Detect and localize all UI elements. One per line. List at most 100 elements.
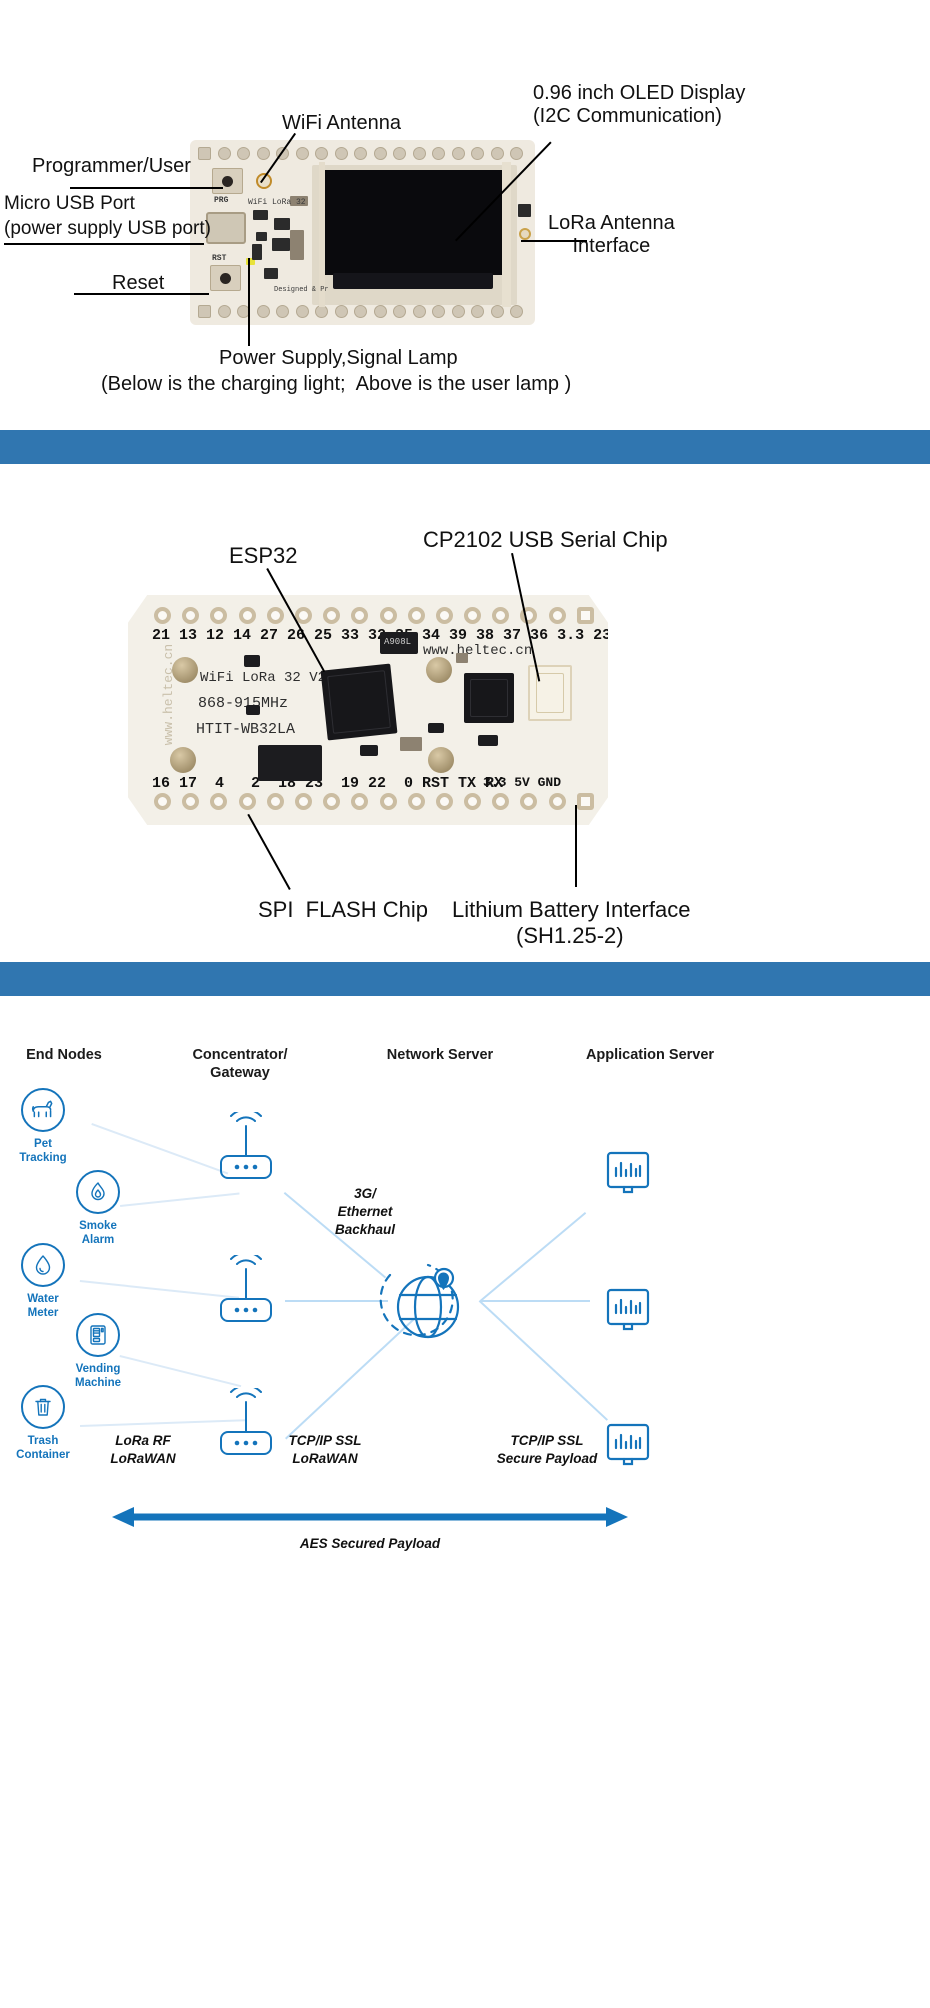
pcb-front-board: PRG RST xyxy=(190,140,535,325)
bottom-pin-numbers-right: 3.3 5V GND xyxy=(483,775,562,790)
hole xyxy=(407,793,425,810)
micro-usb-port[interactable] xyxy=(206,212,246,244)
link-label-tcp-gateway: TCP/IP SSL LoRaWAN xyxy=(288,1433,362,1467)
callout-spi-flash: SPI FLASH Chip xyxy=(258,897,428,922)
end-node-smoke-alarm[interactable]: Smoke Alarm xyxy=(55,1170,141,1247)
aes-label: AES Secured Payload xyxy=(299,1536,441,1551)
hole xyxy=(238,607,256,624)
bottom-pin-numbers: 16 17 4 2 18 23 19 22 0 RST TX RX xyxy=(152,775,504,792)
leader-lora-antenna xyxy=(521,240,587,242)
programmer-user-button[interactable] xyxy=(212,168,243,194)
flame-icon xyxy=(76,1170,120,1214)
hole xyxy=(154,793,171,810)
pad xyxy=(471,147,484,160)
smd-component xyxy=(428,723,444,733)
callout-micro-usb: Micro USB Port (power supply USB port) xyxy=(4,193,211,239)
leader-lithium-battery xyxy=(575,805,577,887)
pad xyxy=(237,147,250,160)
hole xyxy=(492,793,510,810)
section-back-board: 21 13 12 14 27 26 25 33 32 35 34 39 38 3… xyxy=(0,465,930,955)
pad xyxy=(373,305,387,318)
pad xyxy=(276,305,289,318)
end-node-pet-tracking[interactable]: Pet Tracking xyxy=(0,1088,86,1165)
hole xyxy=(323,793,341,810)
hole xyxy=(520,793,538,810)
hole xyxy=(294,793,312,810)
end-node-vending-machine[interactable]: Vending Machine xyxy=(55,1313,141,1390)
gateway-device-1[interactable] xyxy=(210,1108,282,1195)
application-server-3[interactable] xyxy=(602,1420,654,1477)
trash-can-icon xyxy=(21,1385,65,1429)
pad xyxy=(217,305,231,318)
reset-button[interactable] xyxy=(210,265,241,291)
top-hole-row xyxy=(154,607,605,624)
application-server-2[interactable] xyxy=(602,1285,654,1342)
pad xyxy=(432,305,445,318)
oled-display xyxy=(322,170,504,275)
column-heading-end-nodes: End Nodes xyxy=(26,1047,102,1063)
leader-power-lamp xyxy=(248,258,250,346)
board-name-silkscreen-line1: WiFi LoRa 32 V2 xyxy=(200,670,327,686)
end-node-label: Trash Container xyxy=(16,1435,70,1462)
website-silkscreen: www.heltec.cn xyxy=(423,643,533,659)
server-to-app-ray xyxy=(480,1211,587,1302)
smd-component xyxy=(456,653,468,663)
pad xyxy=(451,147,465,160)
end-node-label: Smoke Alarm xyxy=(79,1220,117,1247)
smd-component xyxy=(264,268,278,279)
globe-icon[interactable] xyxy=(370,1245,480,1360)
hole xyxy=(576,607,594,624)
hole xyxy=(379,607,397,624)
pad xyxy=(315,147,328,160)
mounting-screw xyxy=(426,657,452,683)
hole xyxy=(182,607,200,624)
smd-component xyxy=(256,232,267,241)
pad xyxy=(354,305,367,318)
callout-lithium-battery-sub: (SH1.25-2) xyxy=(516,923,624,948)
smd-component xyxy=(274,218,290,230)
board-name-silkscreen-line3: HTIT-WB32LA xyxy=(196,721,296,738)
oled-display-ribbon xyxy=(333,273,493,289)
pad xyxy=(490,147,504,160)
gateway-device-2[interactable] xyxy=(210,1251,282,1338)
pad xyxy=(451,305,465,318)
end-node-label: Vending Machine xyxy=(74,1363,121,1390)
lithium-battery-connector[interactable] xyxy=(528,665,572,721)
end-node-trash-container[interactable]: Trash Container xyxy=(0,1385,86,1462)
application-server-1[interactable] xyxy=(602,1148,654,1205)
oled-display-glass-edge-right xyxy=(502,162,511,307)
hole xyxy=(548,793,566,810)
column-heading-gateway: Concentrator/ Gateway xyxy=(192,1047,288,1082)
mounting-screw xyxy=(172,657,198,683)
inductor-component xyxy=(380,632,418,654)
pad xyxy=(373,147,387,160)
lora-antenna-connector xyxy=(519,228,531,240)
hole xyxy=(435,793,453,810)
server-to-app-ray xyxy=(480,1300,590,1302)
end-node-label: Pet Tracking xyxy=(19,1138,67,1165)
callout-cp2102: CP2102 USB Serial Chip xyxy=(423,527,668,552)
oled-display-glass-edge xyxy=(319,162,325,307)
end-node-label: Water Meter xyxy=(27,1293,59,1320)
pad xyxy=(471,305,484,318)
hole xyxy=(154,607,171,624)
divider-band-1 xyxy=(0,430,930,464)
backhaul-label: 3G/ Ethernet Backhaul xyxy=(334,1186,396,1238)
pad xyxy=(412,305,426,318)
chip-marking: A908L xyxy=(384,637,412,647)
callout-programmer-user: Programmer/User xyxy=(32,155,191,177)
mounting-screw xyxy=(428,747,454,773)
top-pin-row xyxy=(198,147,530,160)
pad xyxy=(393,305,406,318)
designed-silkscreen: Designed & Pr xyxy=(274,286,329,294)
section-lorawan-diagram: End Nodes Concentrator/ Gateway Network … xyxy=(0,1000,930,2008)
hole xyxy=(294,607,312,624)
hole xyxy=(182,793,200,810)
pad xyxy=(295,305,309,318)
link-label-lora-rf: LoRa RF LoRaWAN xyxy=(110,1433,176,1467)
lora-antenna-marker xyxy=(518,204,531,217)
gateway-to-server-ray xyxy=(285,1300,388,1302)
end-node-water-meter[interactable]: Water Meter xyxy=(0,1243,86,1320)
hole xyxy=(266,793,284,810)
